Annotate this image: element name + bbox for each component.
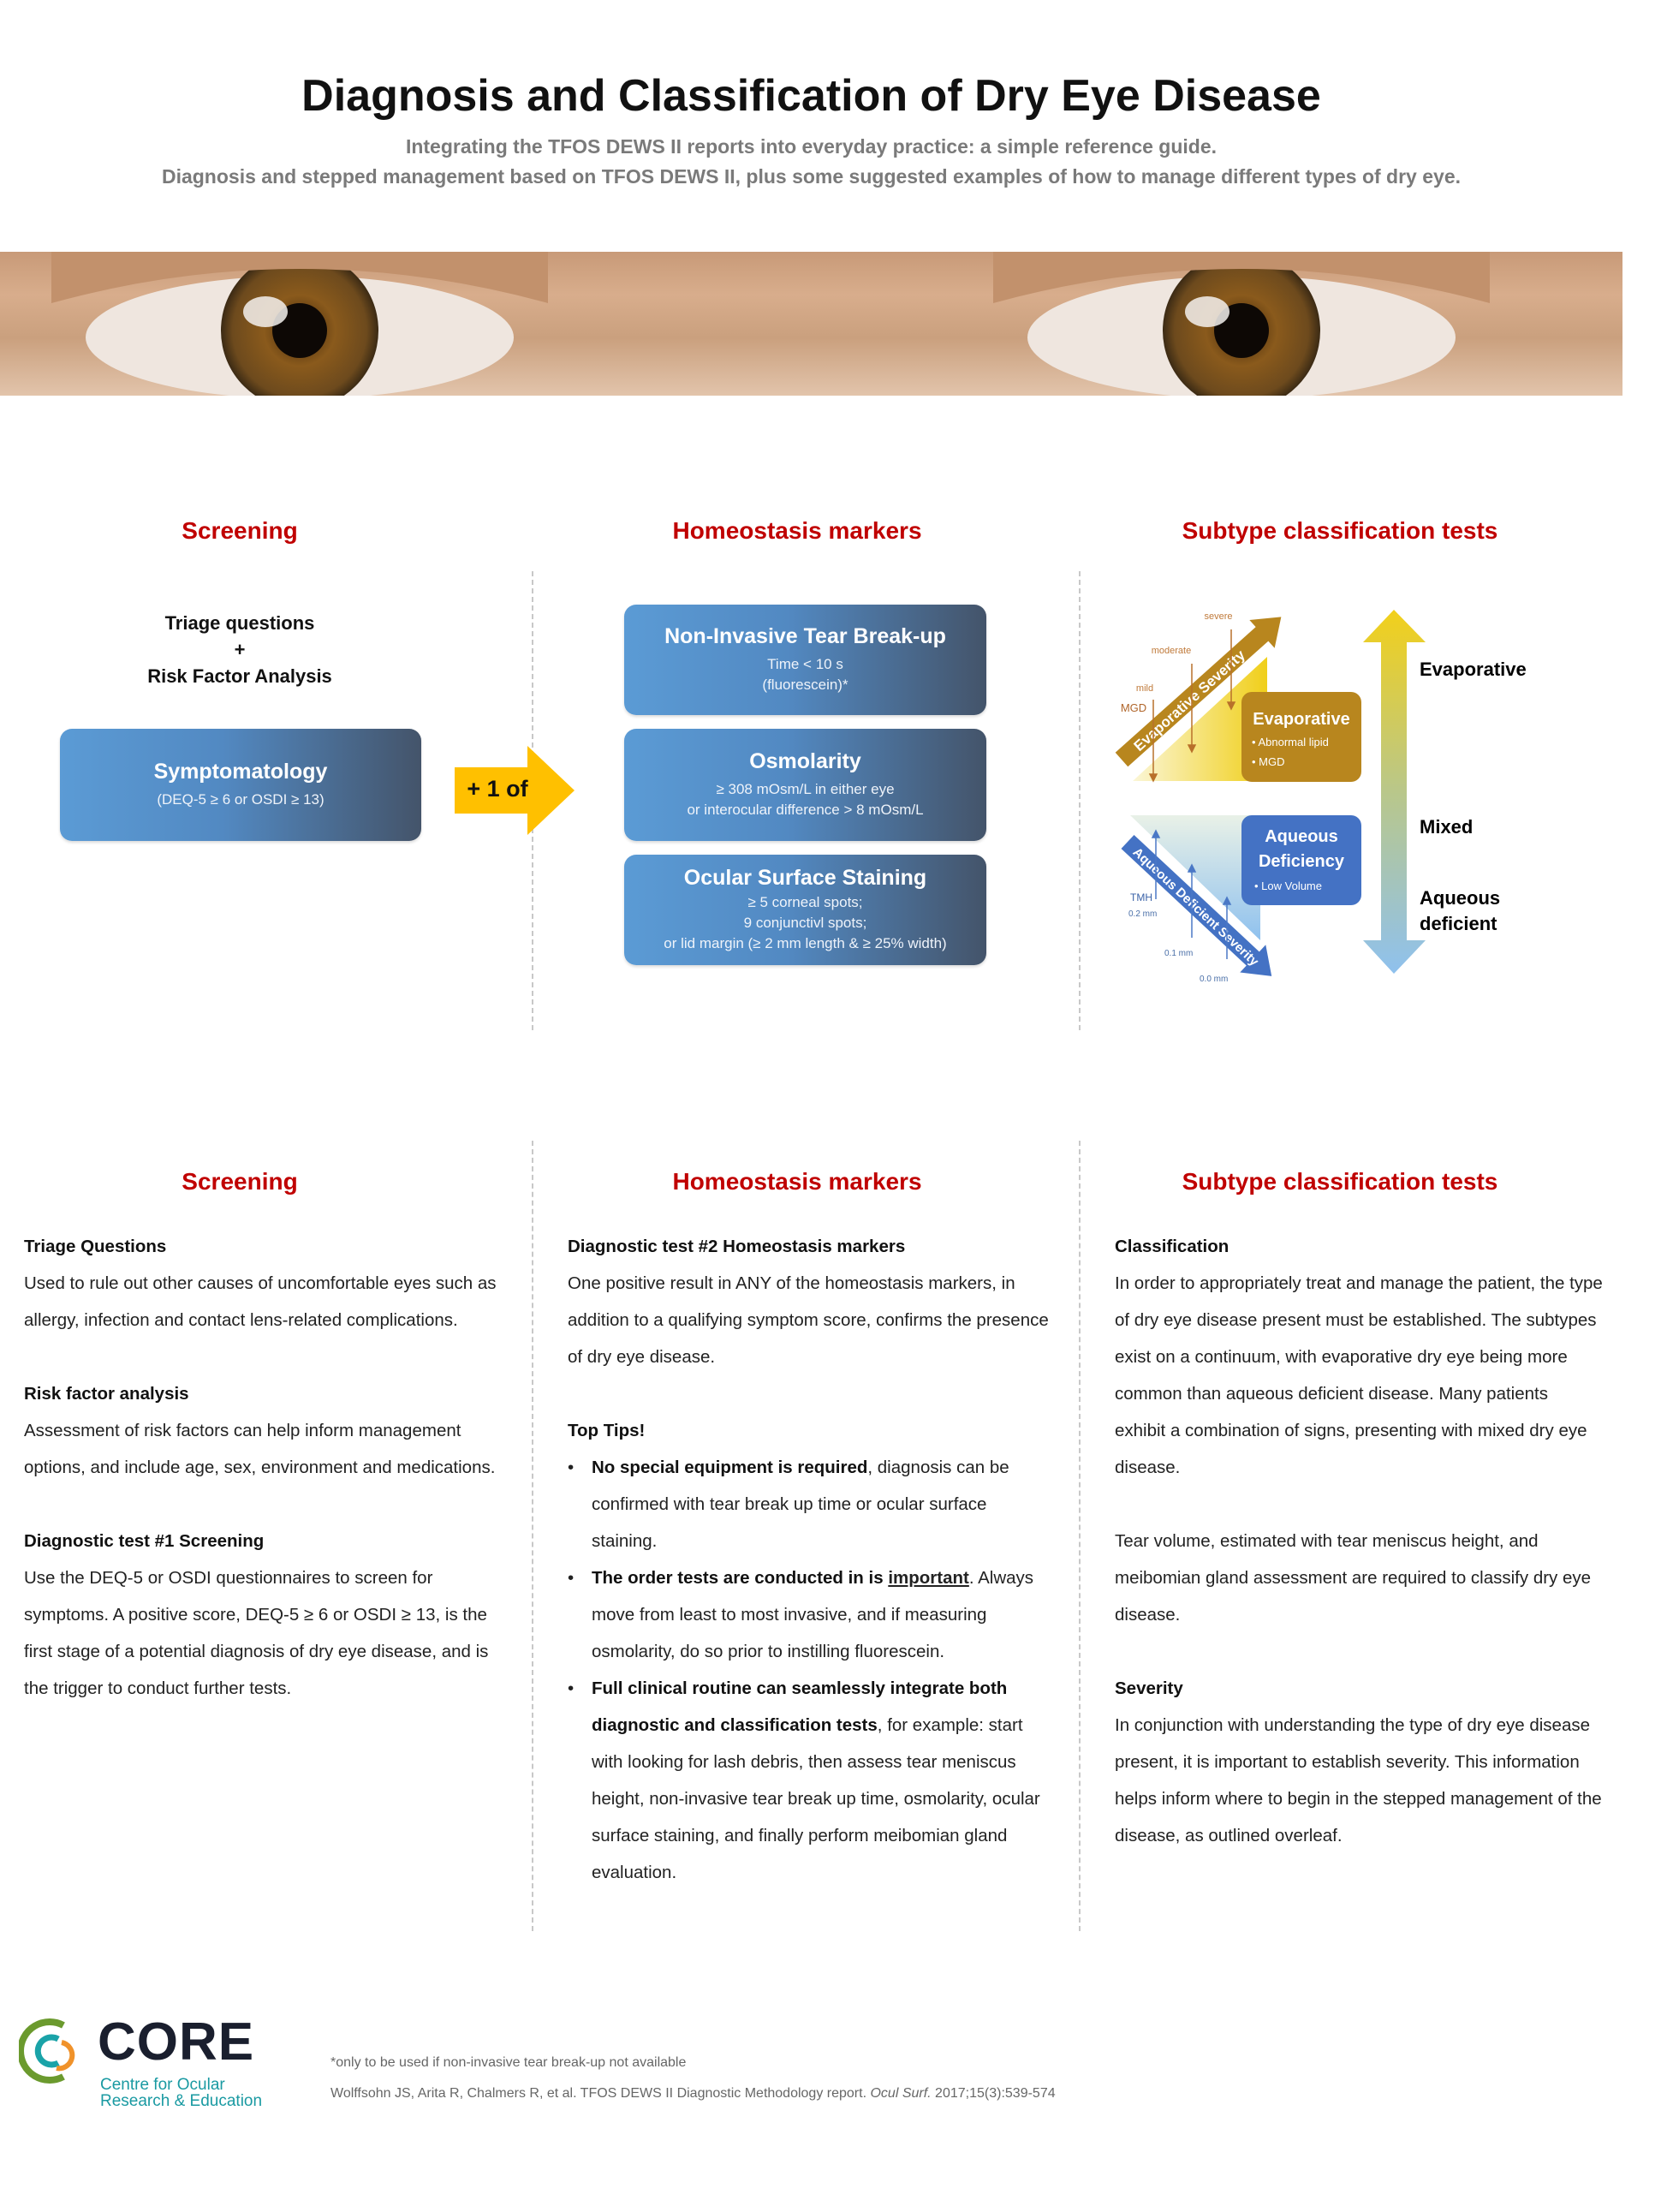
core-logo-name: CORE xyxy=(98,2012,255,2072)
scale-evaporative-label: Evaporative xyxy=(1420,659,1527,680)
heading-severity: Severity xyxy=(1115,1678,1183,1698)
box-line: (fluorescein)* xyxy=(762,677,848,693)
scale-aqueous-label: Aqueous xyxy=(1420,887,1500,909)
mild-label: mild xyxy=(1136,683,1153,694)
top-tips-list: No special equipment is required, diagno… xyxy=(568,1449,1056,1891)
divider xyxy=(1079,571,1081,1030)
plus-sign: + xyxy=(234,639,246,660)
homeostasis-details: Diagnostic test #2 Homeostasis markers O… xyxy=(568,1228,1056,1891)
aqueous-box: Aqueous Deficiency • Low Volume xyxy=(1241,815,1361,905)
evaporative-item: MGD xyxy=(1259,755,1284,768)
text-classification: In order to appropriately treat and mana… xyxy=(1115,1273,1603,1477)
box-line: 9 conjunctivl spots; xyxy=(743,915,867,931)
svg-text:• Low Volume: • Low Volume xyxy=(1254,879,1322,892)
mgd-label: MGD xyxy=(1121,701,1146,714)
aqueous-severity-triangle xyxy=(1130,815,1260,940)
box-title: Symptomatology xyxy=(153,760,328,784)
marker-box-osmolarity: Osmolarity ≥ 308 mOsm/L in either eye or… xyxy=(624,729,986,841)
tmh-02-label: 0.2 mm xyxy=(1128,909,1157,919)
triage-block: Triage questions + Risk Factor Analysis xyxy=(111,610,368,689)
heading-risk: Risk factor analysis xyxy=(24,1384,189,1404)
footnote: *only to be used if non-invasive tear br… xyxy=(330,2055,687,2070)
heading-triage: Triage Questions xyxy=(24,1237,167,1256)
box-line: or lid margin (≥ 2 mm length & ≥ 25% wid… xyxy=(664,935,947,951)
subtitle-1: Integrating the TFOS DEWS II reports int… xyxy=(405,135,1218,158)
plus-one-of-arrow: + 1 of xyxy=(455,746,575,835)
section-title-homeostasis: Homeostasis markers xyxy=(672,1168,922,1195)
moderate-label: moderate xyxy=(1152,646,1191,656)
subtitle-2: Diagnosis and stepped management based o… xyxy=(161,165,1462,188)
tmh-label: TMH xyxy=(1130,891,1152,903)
heading-top-tips: Top Tips! xyxy=(568,1421,646,1440)
heading-test2: Diagnostic test #2 Homeostasis markers xyxy=(568,1237,906,1256)
tip-item: Full clinical routine can seamlessly int… xyxy=(568,1670,1056,1891)
section-title-screening: Screening xyxy=(182,1168,298,1195)
evaporative-box: Evaporative • Abnormal lipid • MGD xyxy=(1241,692,1361,782)
marker-box-staining: Ocular Surface Staining ≥ 5 corneal spot… xyxy=(624,855,986,965)
text-test1: Use the DEQ-5 or OSDI questionnaires to … xyxy=(24,1568,489,1698)
tip-item: No special equipment is required, diagno… xyxy=(568,1449,1056,1559)
text-triage: Used to rule out other causes of uncomfo… xyxy=(24,1273,497,1330)
evaporative-item: Abnormal lipid xyxy=(1258,736,1328,748)
text-test2: One positive result in ANY of the homeos… xyxy=(568,1273,1049,1367)
section-title-homeostasis: Homeostasis markers xyxy=(672,517,922,544)
subtype-diagram: Evaporative Severity severe moderate mil… xyxy=(1115,610,1527,984)
text-severity: In conjunction with understanding the ty… xyxy=(1115,1715,1602,1845)
divider xyxy=(1079,1141,1081,1931)
box-line: ≥ 5 corneal spots; xyxy=(747,894,863,910)
section-title-subtype: Subtype classification tests xyxy=(1182,1168,1498,1195)
box-title: Osmolarity xyxy=(749,749,861,773)
risk-factor-label: Risk Factor Analysis xyxy=(147,665,332,687)
severity-ticks xyxy=(1148,629,1236,783)
box-title: Non-Invasive Tear Break-up xyxy=(664,624,946,648)
aqueous-box-title: Aqueous xyxy=(1265,827,1338,846)
tip-item: The order tests are conducted in is impo… xyxy=(568,1559,1056,1670)
box-line: or interocular difference > 8 mOsm/L xyxy=(687,802,924,818)
tmh-ticks xyxy=(1151,829,1232,959)
box-title: Ocular Surface Staining xyxy=(683,866,927,890)
symptomatology-box: Symptomatology (DEQ-5 ≥ 6 or OSDI ≥ 13) xyxy=(60,729,421,841)
tmh-00-label: 0.0 mm xyxy=(1200,975,1228,984)
box-line: ≥ 308 mOsm/L in either eye xyxy=(716,781,895,797)
evaporative-severity-triangle xyxy=(1133,657,1267,781)
triage-questions-label: Triage questions xyxy=(164,612,315,634)
scale-mixed-label: Mixed xyxy=(1420,816,1473,838)
divider xyxy=(532,1141,533,1931)
heading-classification: Classification xyxy=(1115,1237,1229,1256)
aqueous-box-title: Deficiency xyxy=(1259,852,1345,871)
subtype-details: Classification In order to appropriately… xyxy=(1115,1228,1603,1854)
classification-scale-arrow xyxy=(1363,610,1426,974)
text-risk: Assessment of risk factors can help info… xyxy=(24,1421,496,1477)
core-logo-icon xyxy=(19,2018,75,2084)
svg-text:• MGD: • MGD xyxy=(1252,755,1285,768)
section-title-subtype: Subtype classification tests xyxy=(1182,517,1498,544)
heading-test1: Diagnostic test #1 Screening xyxy=(24,1531,265,1551)
box-line: Time < 10 s xyxy=(767,656,843,672)
eyes-banner-image xyxy=(0,252,1622,396)
marker-box-nitbut: Non-Invasive Tear Break-up Time < 10 s (… xyxy=(624,605,986,715)
screening-details: Triage Questions Used to rule out other … xyxy=(24,1228,516,1707)
reference: Wolffsohn JS, Arita R, Chalmers R, et al… xyxy=(330,2086,1056,2101)
scale-deficient-label: deficient xyxy=(1420,913,1497,934)
svg-text:• Abnormal lipid: • Abnormal lipid xyxy=(1252,736,1329,748)
tmh-01-label: 0.1 mm xyxy=(1164,949,1193,958)
page-title: Diagnosis and Classification of Dry Eye … xyxy=(301,71,1321,121)
aqueous-item: Low Volume xyxy=(1261,879,1322,892)
severe-label: severe xyxy=(1204,611,1232,622)
section-title-screening: Screening xyxy=(182,517,298,544)
text-tear-volume: Tear volume, estimated with tear meniscu… xyxy=(1115,1531,1592,1625)
evaporative-box-title: Evaporative xyxy=(1253,710,1349,729)
box-detail: (DEQ-5 ≥ 6 or OSDI ≥ 13) xyxy=(157,791,324,808)
arrow-label: + 1 of xyxy=(467,776,528,802)
